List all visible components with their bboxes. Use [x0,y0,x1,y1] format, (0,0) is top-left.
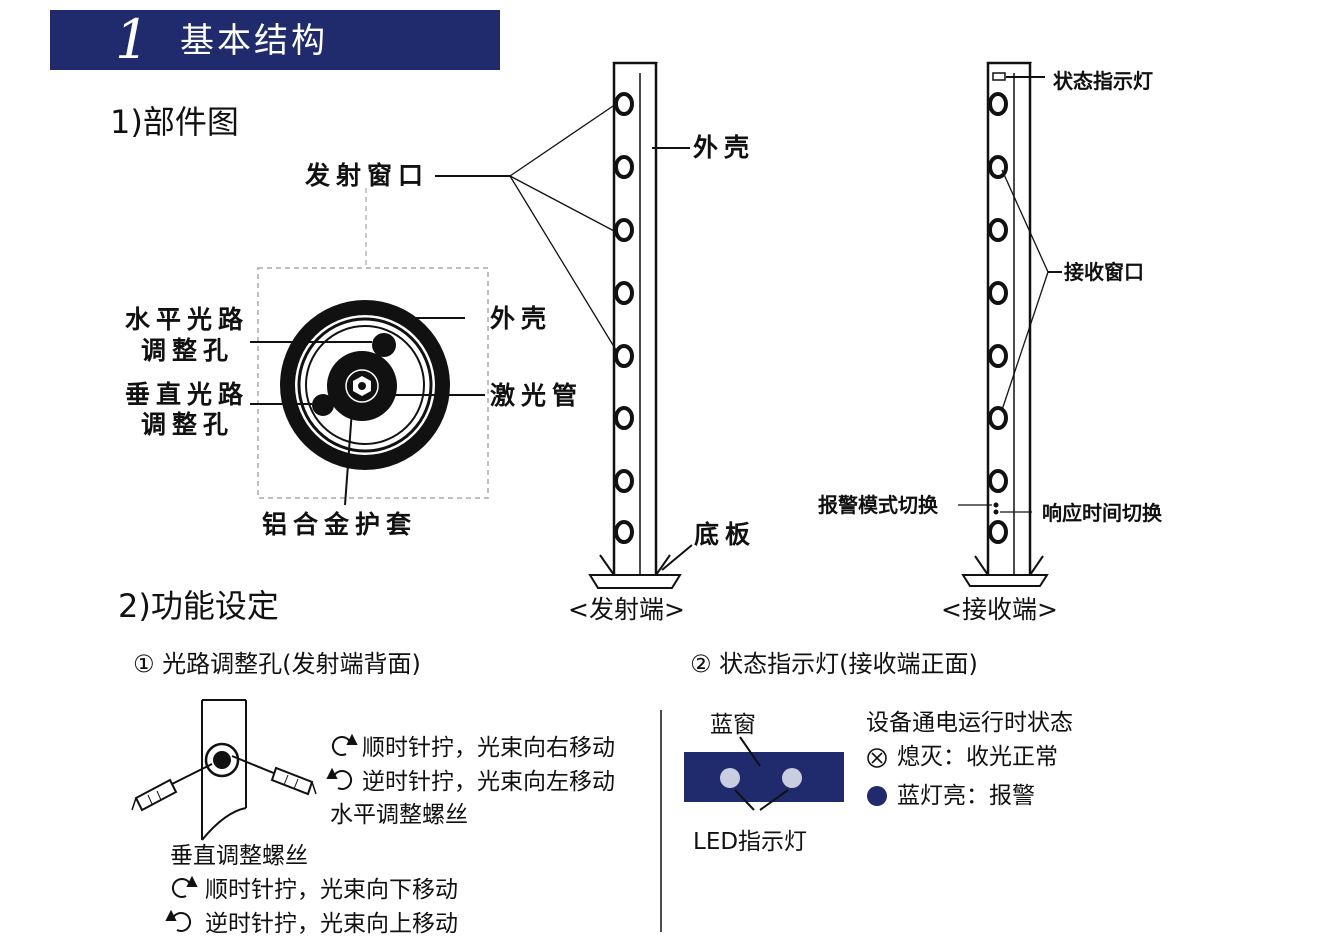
counterclockwise-arrow-icon [165,909,192,932]
section1-title: 1)部件图 [110,103,239,141]
round-detail [280,300,450,470]
emitter-windows [614,92,634,544]
state-on-text: 蓝灯亮：报警 [897,783,1035,809]
horizontal-hole-label-1: 水平光路 [125,305,250,334]
alarm-mode-label: 报警模式切换 [818,493,938,517]
blue-window-panel [684,752,844,802]
emit-window-label: 发射窗口 [305,161,430,190]
receiver-windows [988,92,1008,544]
counterclockwise-arrow-icon [326,767,353,790]
cw-right-text: 顺时针拧，光束向右移动 [362,735,615,761]
clockwise-arrow-icon [331,733,358,756]
section2-title: 2)功能设定 [118,587,279,625]
state-title: 设备通电运行时状态 [866,710,1073,736]
filled-circle-icon [867,786,887,806]
ccw-left-text: 逆时针拧，光束向左移动 [362,769,615,795]
emitter-caption: <发射端> [568,595,685,624]
detail-frame [257,267,489,499]
blue-window-label: 蓝窗 [710,712,756,738]
sub-heading-adjust-holes: ① 光路调整孔(发射端背面) [133,650,421,678]
section-title: 基本结构 [180,21,328,61]
circled-x-icon [867,748,887,768]
response-time-label: 响应时间切换 [1042,501,1162,525]
horizontal-hole-label-2: 调整孔 [141,336,235,365]
vertical-hole-label-2: 调整孔 [141,410,235,439]
vertical-screw-label: 垂直调整螺丝 [170,843,308,869]
status-light-label: 状态指示灯 [1053,69,1153,93]
screw-diagram [131,699,317,841]
clockwise-arrow-icon [171,875,198,898]
detail-callouts [250,317,485,506]
emitter-callouts [365,103,693,571]
section-number: 1 [115,8,150,71]
vertical-hole-label-1: 垂直光路 [125,380,250,409]
emitter-pole [588,61,682,589]
led-indicator [720,768,740,788]
alloy-cover-label: 铝合金护套 [262,510,418,539]
receiver-switches [993,502,999,515]
receiver-pole [961,61,1049,587]
led-indicator-label: LED指示灯 [693,829,808,855]
led-callouts [734,736,789,811]
state-off-text: 熄灭：收光正常 [897,744,1058,770]
shell-label: 外壳 [693,133,756,162]
base-plate-label: 底板 [694,520,757,549]
receiver-callouts [958,76,1062,513]
horizontal-screw-label: 水平调整螺丝 [330,802,468,828]
receive-window-label: 接收窗口 [1064,260,1144,284]
cw-down-text: 顺时针拧，光束向下移动 [205,877,458,903]
receiver-caption: <接收端> [941,595,1058,624]
ccw-up-text: 逆时针拧，光束向上移动 [205,911,458,937]
sub-heading-status-light: ② 状态指示灯(接收端正面) [690,650,978,678]
led-indicator [782,768,802,788]
shell-detail-label: 外壳 [490,304,553,333]
section-header: 1 基本结构 [50,10,500,70]
laser-tube-label: 激光管 [490,381,584,410]
